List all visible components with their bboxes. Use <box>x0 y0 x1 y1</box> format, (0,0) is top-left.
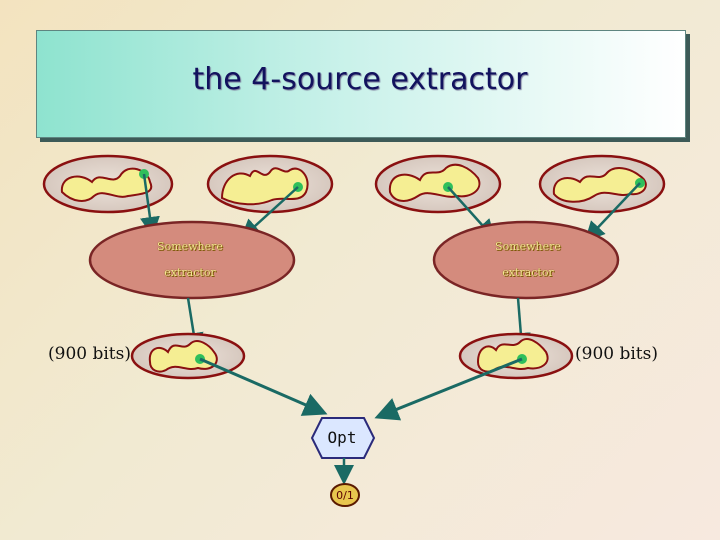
extractor-right-label-line2: extractor <box>502 266 554 279</box>
source-4 <box>538 154 666 214</box>
source-4-blob <box>552 167 647 203</box>
extractor-left-label-line1: Somewhere <box>157 240 223 253</box>
source-3 <box>374 154 502 214</box>
source-2-blob <box>220 167 309 206</box>
arrow-output-right <box>374 357 523 421</box>
extractor-right-label-line1: Somewhere <box>495 240 561 253</box>
left-bits-label: (900 bits) <box>48 344 131 364</box>
extractor-left-label-line2: extractor <box>164 266 216 279</box>
source-1 <box>42 154 174 214</box>
source-2 <box>206 154 334 214</box>
source-1-blob <box>60 167 153 202</box>
final-output-label: 0/1 <box>336 489 354 502</box>
opt-node <box>310 417 376 459</box>
arrow-source-1 <box>140 173 160 237</box>
slide-title: the 4-source extractor <box>192 62 528 97</box>
right-bits-label: (900 bits) <box>575 344 658 364</box>
opt-label: Opt <box>327 428 357 447</box>
extractor-left <box>88 220 296 300</box>
output-right <box>458 332 574 380</box>
extractor-right <box>432 220 620 300</box>
arrow-source-4 <box>584 182 641 242</box>
final-output-node <box>330 483 360 507</box>
arrow-output-left <box>199 357 328 416</box>
title-banner <box>36 30 686 138</box>
arrow-source-2 <box>240 186 299 240</box>
source-3-blob <box>388 163 481 202</box>
